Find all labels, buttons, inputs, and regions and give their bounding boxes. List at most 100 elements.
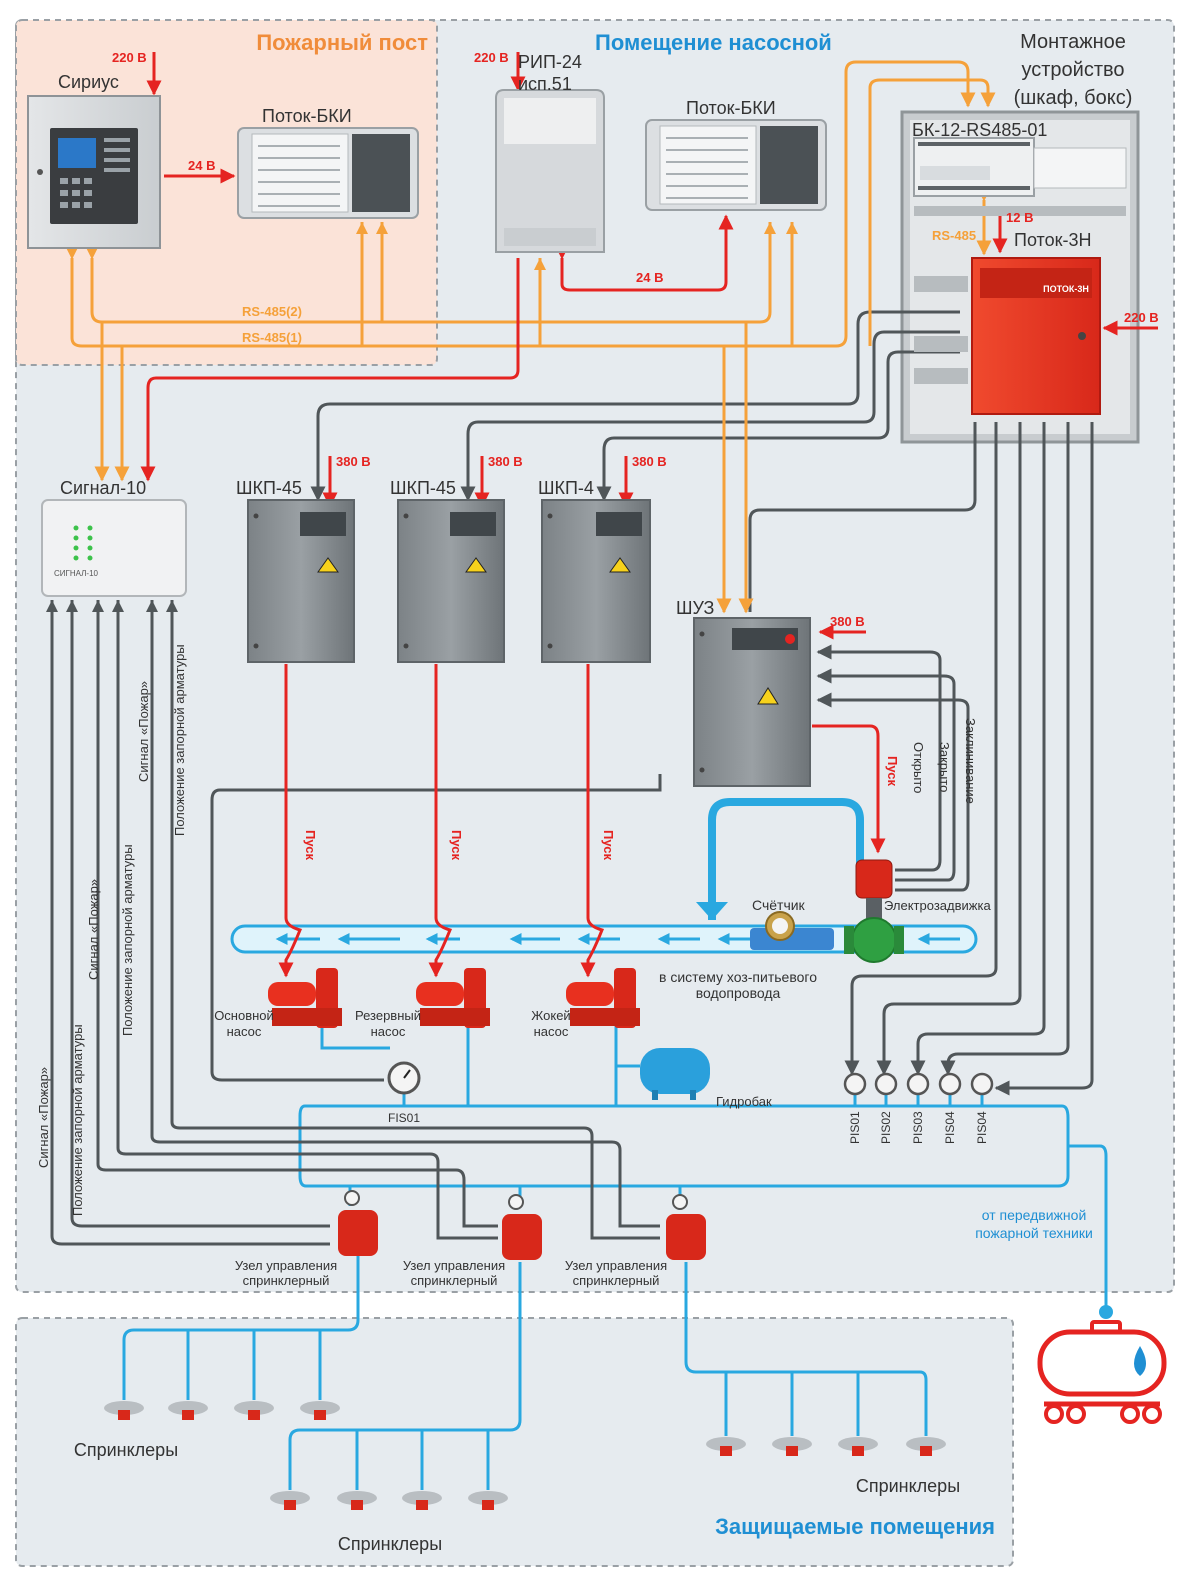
pis03-label: PIS03	[911, 1111, 925, 1144]
node2-label-1: Узел управления	[403, 1258, 505, 1273]
sprinkler-head	[772, 1437, 812, 1456]
v380-shuz-label: 380 В	[830, 614, 865, 629]
zapor-2-label: Положение запорной арматуры	[120, 844, 135, 1036]
mobile-label-2: пожарной техники	[975, 1225, 1093, 1241]
potok3n-cabinet	[971, 257, 1101, 415]
household-label-1: в систему хоз-питьевого	[659, 969, 817, 985]
sprinkler-node-3	[666, 1194, 706, 1260]
meter-label: Счётчик	[752, 897, 806, 913]
pump-reserve-label-1: Резервный	[355, 1008, 421, 1023]
signal10-label: Сигнал-10	[60, 478, 146, 498]
node3-label-1: Узел управления	[565, 1258, 667, 1273]
red-lines-layer	[140, 52, 1158, 978]
sprinkler-head	[234, 1401, 274, 1420]
gauge-pis01	[843, 1072, 867, 1096]
pump-jockey	[566, 968, 640, 1028]
mount-title-2: устройство	[1021, 59, 1124, 81]
pozhar-3-label: Сигнал «Пожар»	[136, 681, 151, 782]
zapor-3-label: Положение запорной арматуры	[172, 644, 187, 836]
rs485-1-label: RS-485(1)	[242, 330, 302, 345]
pusk-2-label: Пуск	[449, 830, 464, 860]
sprinkler-head	[906, 1437, 946, 1456]
mount-title-3: (шкаф, бокс)	[1014, 87, 1133, 109]
shkp-cabinet-2	[397, 499, 505, 663]
protected-zone	[15, 1317, 1014, 1567]
v24-b-label: 24 В	[636, 270, 663, 285]
pusk-valve-label: Пуск	[885, 756, 900, 786]
fire-tanker-icon	[1037, 1305, 1167, 1424]
bk12-module	[913, 137, 1127, 197]
pozhar-2-label: Сигнал «Пожар»	[86, 879, 101, 980]
v380-1-label: 380 В	[336, 454, 371, 469]
sprinkler-head	[104, 1401, 144, 1420]
sprinklers-label-2: Спринклеры	[338, 1534, 442, 1554]
sprinkler-heads-group-3	[706, 1437, 946, 1456]
sprinkler-head	[402, 1491, 442, 1510]
shuz-label: ШУЗ	[676, 598, 714, 618]
pis04a-label: PIS04	[943, 1111, 957, 1144]
signal10-input-arrows	[46, 600, 178, 612]
pump-jockey-label-2: насос	[534, 1024, 569, 1039]
sprinkler-head	[270, 1491, 310, 1510]
gauge-pis02	[874, 1072, 898, 1096]
signal10-face-label: СИГНАЛ-10	[54, 569, 99, 578]
sprinkler-head	[168, 1401, 208, 1420]
ring-main	[298, 1104, 1070, 1188]
closed-label: Закрыто	[937, 742, 952, 792]
valve-signal-labels: Открыто Закрыто Заклинивание	[911, 718, 978, 804]
v12-label: 12 В	[1006, 210, 1033, 225]
sprinklers-label-3: Спринклеры	[856, 1476, 960, 1496]
rip24-label-2: исп.51	[518, 74, 572, 94]
rip24-unit	[495, 89, 605, 253]
bypass-loop	[708, 798, 864, 920]
pusk-3-label: Пуск	[601, 830, 616, 860]
sirius-panel	[27, 95, 161, 249]
potok3n-label: Поток-3Н	[1014, 230, 1091, 250]
electro-valve	[844, 859, 904, 963]
zapor-1-label: Положение запорной арматуры	[70, 1024, 85, 1216]
sprinkler-head	[706, 1437, 746, 1456]
shkp-cabinet-3	[541, 499, 651, 663]
bus-labels: RS-485(2) RS-485(1) RS-485	[242, 228, 976, 345]
v220-sirius-label: 220 В	[112, 50, 147, 65]
potok-bki-2-panel	[645, 119, 827, 211]
bk12-label: БК-12-RS485-01	[912, 120, 1047, 140]
node2-label-2: спринклерный	[411, 1273, 498, 1288]
pump-reserve	[416, 968, 490, 1028]
rs485-arrowheads	[356, 222, 798, 270]
din-rails	[914, 206, 1126, 384]
household-label-2: водопровода	[696, 985, 781, 1001]
hydro-tank	[640, 1048, 710, 1100]
sprinkler-head	[300, 1401, 340, 1420]
v220-potok-label: 220 В	[1124, 310, 1159, 325]
gauge-pis04b	[970, 1072, 994, 1096]
sprinkler-heads-group-2	[270, 1491, 508, 1510]
mobile-label-1: от передвижной	[982, 1207, 1087, 1223]
v220-rip-label: 220 В	[474, 50, 509, 65]
pis04b-label: PIS04	[975, 1111, 989, 1144]
sprinkler-head	[468, 1491, 508, 1510]
signal10-unit	[41, 499, 187, 597]
sprinkler-head	[337, 1491, 377, 1510]
sprinkler-node-1	[338, 1190, 378, 1256]
pis02-label: PIS02	[879, 1111, 893, 1144]
grey-lines-layer	[50, 310, 1094, 1246]
pis01-label: PIS01	[848, 1111, 862, 1144]
gauge-fis01	[387, 1061, 421, 1095]
protected-title: Защищаемые помещения	[715, 1514, 995, 1539]
potok-bki-1-panel	[237, 127, 419, 219]
pump-room-title: Помещение насосной	[595, 30, 832, 55]
signal10-line-labels: Сигнал «Пожар» Положение запорной армату…	[36, 644, 187, 1216]
shkp-1-label: ШКП-45	[236, 478, 302, 498]
jam-label: Заклинивание	[963, 718, 978, 804]
shkp-cabinet-1	[247, 499, 355, 663]
rs485-2-label: RS-485(2)	[242, 304, 302, 319]
gauge-pis04a	[938, 1072, 962, 1096]
water-meter	[750, 911, 834, 950]
potok3n-face-label: ПОТОК-3Н	[1043, 284, 1089, 294]
pusk-labels: Пуск Пуск Пуск Пуск	[303, 756, 900, 860]
pozhar-1-label: Сигнал «Пожар»	[36, 1067, 51, 1168]
mount-title-1: Монтажное	[1020, 31, 1126, 53]
valve-label: Электрозадвижка	[884, 898, 991, 913]
